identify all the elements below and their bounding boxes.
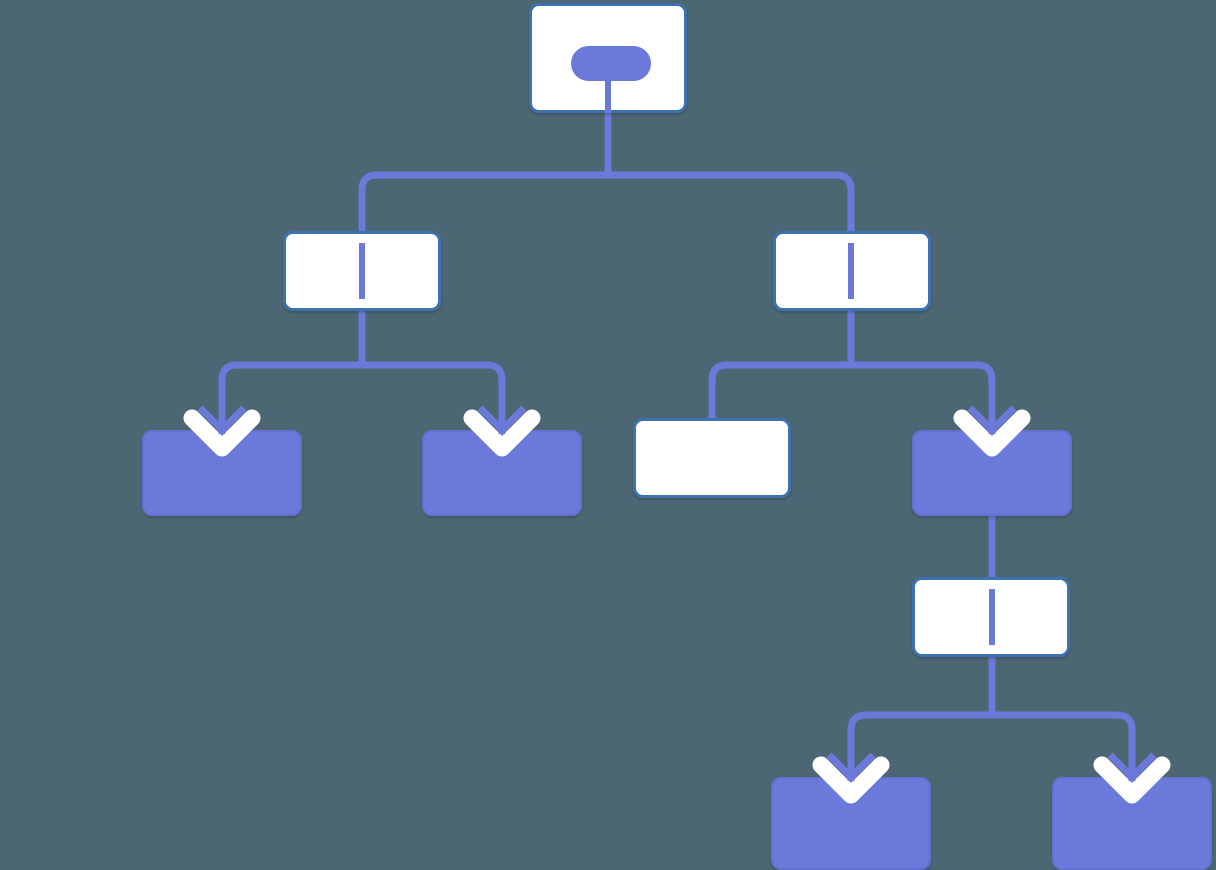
edge-n0-n1 xyxy=(358,113,612,245)
edges xyxy=(218,113,1136,783)
arrow-into-node-level4-left xyxy=(821,743,881,795)
edge-n2-n5 xyxy=(708,300,855,422)
edge-n7-n9 xyxy=(988,645,1136,783)
edge-n0-n2 xyxy=(604,113,855,245)
arrow-into-node-level2-a xyxy=(192,396,252,448)
arrow-into-node-level2-b xyxy=(472,396,532,448)
node-level2-c[interactable] xyxy=(633,418,791,498)
arrow-into-node-level4-right xyxy=(1102,743,1162,795)
arrowheads xyxy=(192,396,1162,795)
edge-n1-n4 xyxy=(358,300,506,436)
arrow-into-node-level2-d xyxy=(962,396,1022,448)
edge-n1-n3 xyxy=(218,300,366,436)
edge-n2-n6 xyxy=(847,300,996,436)
edge-n7-n8 xyxy=(847,645,996,783)
